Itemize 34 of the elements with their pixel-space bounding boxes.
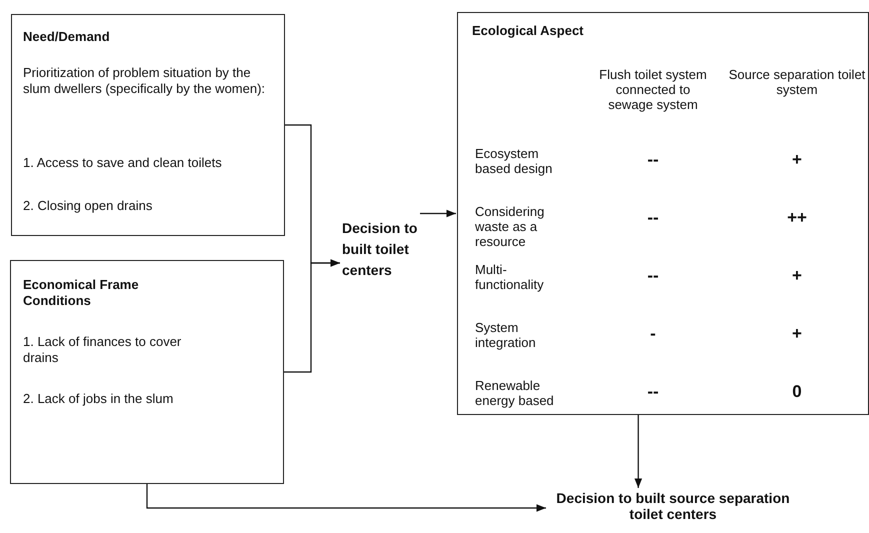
rating-value: -- [646,152,660,167]
text-box [457,12,869,415]
rating-value: -- [646,384,660,399]
heading: Need/Demand [23,29,111,45]
column-header: Source separation toilet system [728,67,866,97]
rating-value: 0 [791,384,803,399]
text-box [11,14,285,236]
list-item: 1. Access to save and clean toilets [23,155,223,171]
heading: Ecological Aspect [472,23,584,39]
arrow [634,415,642,488]
heading: Decision to built toilet centers [342,219,418,280]
heading: Economical Frame Conditions [23,277,140,309]
row-label: Ecosystem based design [475,146,554,176]
arrow [284,259,340,373]
row-label: Multi-functionality [475,262,545,292]
row-label: Considering waste as a resource [475,204,546,249]
heading: Decision to built source separation toilet centers [555,490,791,522]
rating-value: + [791,268,803,283]
arrow [420,210,456,218]
column-header: Flush toilet system connected to sewage system [598,67,708,112]
list-item: 2. Lack of jobs in the slum [23,391,174,407]
rating-value: -- [646,268,660,283]
rating-value: + [791,152,803,167]
row-label: System integration [475,320,537,350]
rating-value: -- [646,210,660,225]
row-label: Renewable energy based [475,378,555,408]
rating-value: + [791,326,803,341]
rating-value: ++ [786,210,808,225]
list-item: 2. Closing open drains [23,198,154,214]
paragraph: Prioritization of problem situation by the slum dwellers (specifically by the women): [23,65,266,97]
arrow [146,484,546,512]
list-item: 1. Lack of finances to cover drains [23,334,182,366]
rating-value: - [649,326,657,341]
text-box [10,260,284,484]
